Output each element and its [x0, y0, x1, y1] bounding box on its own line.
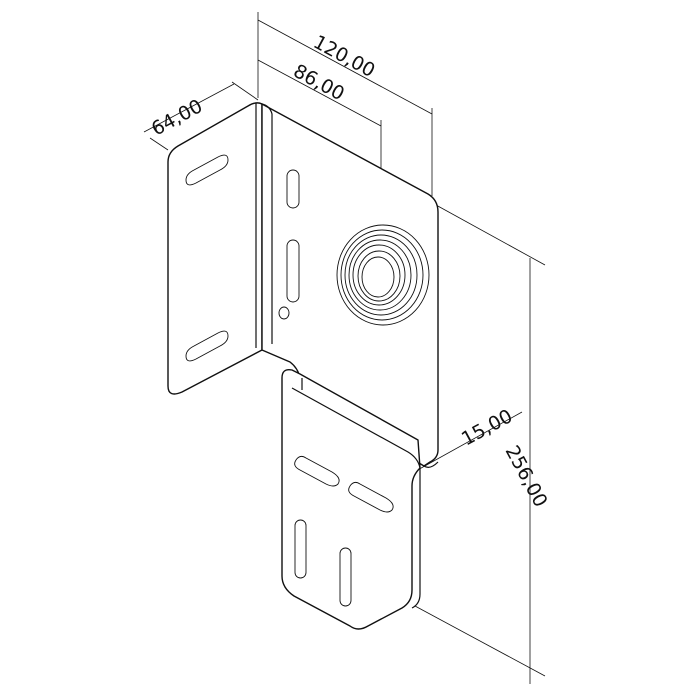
dim-overall-height: 256,00 [501, 442, 552, 511]
dim-flange-depth: 64,00 [148, 95, 206, 140]
dim-foot-offset: 15,00 [458, 405, 516, 450]
slot-foot-upper-left [294, 455, 340, 487]
slot-foot-lower-left [294, 519, 307, 579]
hub-outer-ring [336, 224, 430, 326]
bend-inner-curve [261, 103, 273, 344]
foot-plate [281, 368, 421, 630]
slot-foot-lower-right [339, 547, 352, 607]
dim-hole-offset: 86,00 [290, 60, 348, 105]
bracket-body [167, 102, 439, 630]
slot-main-lower [286, 239, 300, 303]
foot-side-edge [411, 468, 421, 609]
side-flange [167, 102, 263, 395]
hub-bore [361, 256, 395, 298]
offset-step [423, 461, 439, 468]
slot-flange-top [185, 154, 229, 186]
main-plate-slots [278, 169, 300, 320]
side-flange-slots [185, 154, 229, 362]
hole-main-small [278, 306, 290, 320]
slot-foot-upper-right [348, 481, 394, 513]
foot-bend-top [291, 387, 421, 469]
slot-main-upper [286, 169, 300, 209]
slot-flange-bottom [185, 330, 229, 362]
foot-plate-slots [294, 455, 394, 607]
bearing-hub [336, 224, 430, 326]
